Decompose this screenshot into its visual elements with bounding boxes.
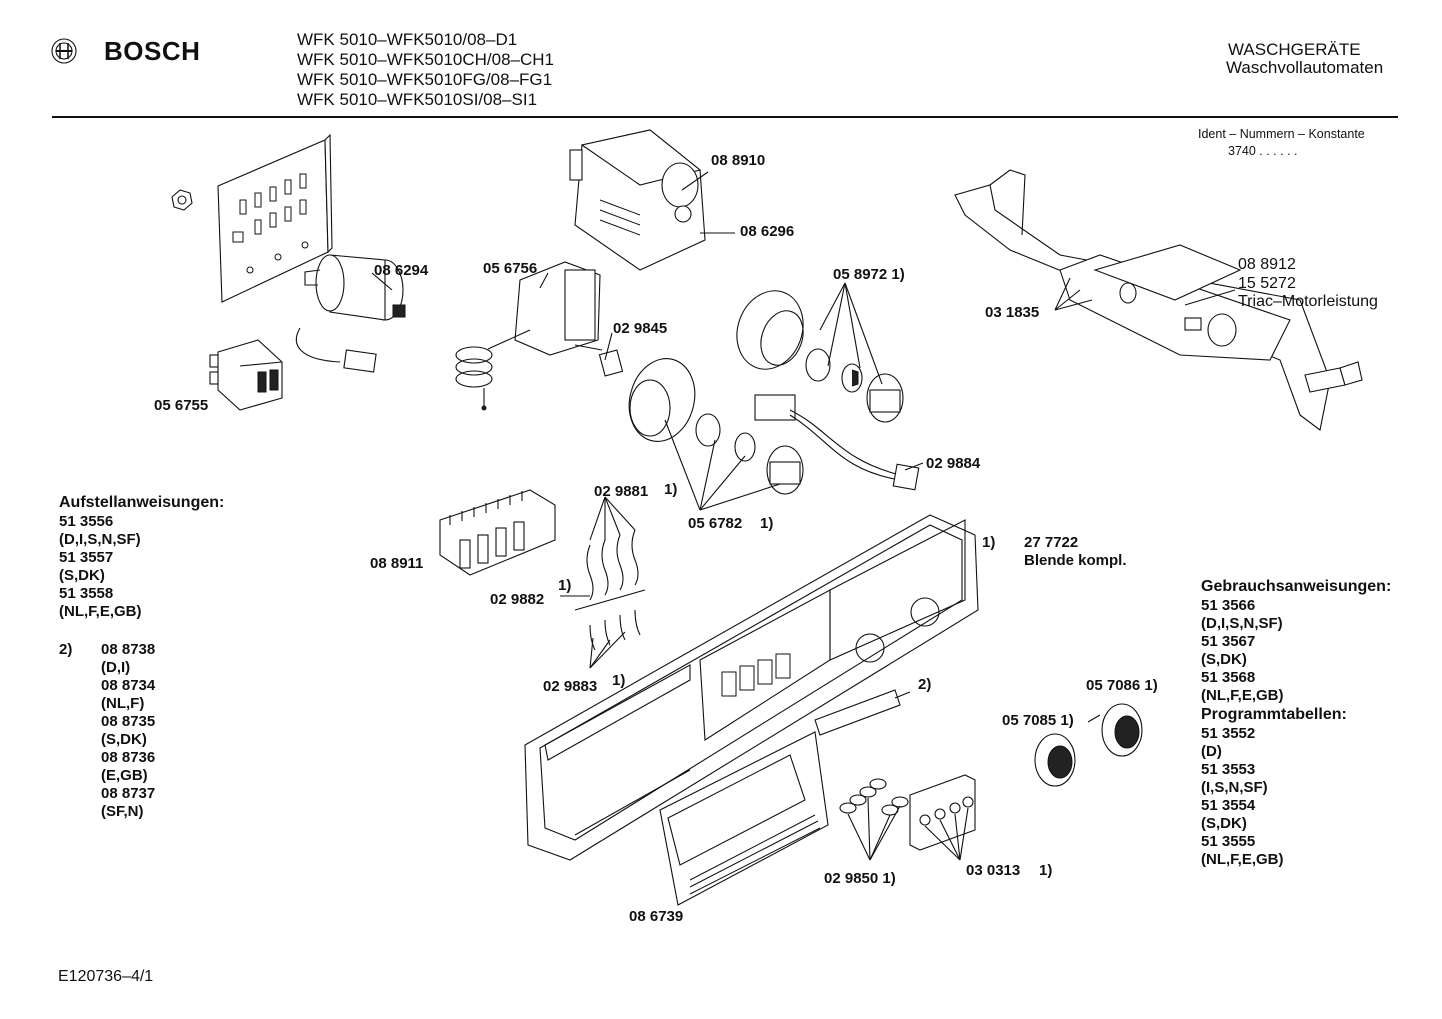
label-029884: 02 9884 bbox=[926, 455, 981, 472]
label-056755: 05 6755 bbox=[154, 397, 209, 414]
label-056756: 05 6756 bbox=[483, 260, 538, 277]
button-springs-drawing bbox=[839, 778, 909, 816]
control-panel-drawing bbox=[524, 514, 979, 861]
label-strip-drawing bbox=[814, 689, 901, 736]
prog-line-2: (D) bbox=[1201, 743, 1222, 760]
label-note2: 2) bbox=[918, 676, 932, 693]
label-086296: 08 6296 bbox=[740, 223, 795, 240]
prog-title: Programmtabellen: bbox=[1201, 706, 1347, 723]
prog-line-6: (S,DK) bbox=[1201, 815, 1247, 832]
contact-springs-drawing bbox=[574, 529, 646, 651]
label-088912: 08 8912 bbox=[1238, 256, 1296, 273]
model-line-4: WFK 5010–WFK5010SI/08–SI1 bbox=[297, 90, 538, 109]
prog-line-8: (NL,F,E,GB) bbox=[1201, 851, 1284, 868]
prog-line-3: 51 3553 bbox=[1201, 761, 1256, 778]
door-switch-drawing bbox=[455, 261, 624, 411]
capacitor-drawing bbox=[295, 254, 406, 373]
model-line-2: WFK 5010–WFK5010CH/08–CH1 bbox=[297, 50, 555, 69]
note2-marker: 2) bbox=[59, 641, 73, 658]
aufstell-line-5: 51 3558 bbox=[59, 585, 114, 602]
label-triac: Triac–Motorleistung bbox=[1238, 293, 1378, 310]
program-timer-drawing bbox=[569, 129, 706, 271]
category-title: WASCHGERÄTE bbox=[1228, 40, 1361, 59]
brand-name: BOSCH bbox=[104, 36, 201, 66]
gebrauch-line-1: 51 3566 bbox=[1201, 597, 1256, 614]
note2-line-8: (E,GB) bbox=[101, 767, 148, 784]
note2-line-7: 08 8736 bbox=[101, 749, 156, 766]
note2-line-3: 08 8734 bbox=[101, 677, 156, 694]
aufstell-line-2: (D,I,S,N,SF) bbox=[59, 531, 141, 548]
gebrauch-title: Gebrauchsanweisungen: bbox=[1201, 578, 1392, 595]
gebrauch-line-5: 51 3568 bbox=[1201, 669, 1256, 686]
category-subtitle: Waschvollautomaten bbox=[1226, 58, 1384, 77]
prog-line-4: (I,S,N,SF) bbox=[1201, 779, 1268, 796]
label-029881-note: 1) bbox=[664, 481, 678, 498]
label-031835: 03 1835 bbox=[985, 304, 1040, 321]
prog-line-5: 51 3554 bbox=[1201, 797, 1256, 814]
label-056782: 05 6782 bbox=[688, 515, 743, 532]
label-155272: 15 5272 bbox=[1238, 275, 1296, 292]
gebrauch-line-3: 51 3567 bbox=[1201, 633, 1256, 650]
label-029883-note: 1) bbox=[612, 672, 626, 689]
filter-drawing bbox=[209, 339, 283, 411]
label-277722: 27 7722 bbox=[1024, 534, 1079, 551]
aufstell-line-4: (S,DK) bbox=[59, 567, 105, 584]
model-line-1: WFK 5010–WFK5010/08–D1 bbox=[297, 30, 518, 49]
label-088911: 08 8911 bbox=[370, 555, 424, 572]
label-029882: 02 9882 bbox=[490, 591, 545, 608]
connector-cable-drawing bbox=[754, 394, 920, 491]
ident-title: Ident – Nummern – Konstante bbox=[1198, 127, 1365, 141]
prog-line-7: 51 3555 bbox=[1201, 833, 1256, 850]
label-056782-note: 1) bbox=[760, 515, 774, 532]
label-029882-note: 1) bbox=[558, 577, 572, 594]
note2-line-6: (S,DK) bbox=[101, 731, 147, 748]
label-030313: 03 0313 bbox=[966, 862, 1021, 879]
label-blende-kompl: Blende kompl. bbox=[1024, 552, 1127, 569]
leader-lines bbox=[371, 171, 1236, 861]
label-058972: 05 8972 1) bbox=[833, 266, 905, 283]
prog-line-1: 51 3552 bbox=[1201, 725, 1256, 742]
gebrauch-line-2: (D,I,S,N,SF) bbox=[1201, 615, 1283, 632]
note2-line-2: (D,I) bbox=[101, 659, 131, 676]
rotary-knobs-drawing bbox=[1034, 703, 1143, 787]
label-088910: 08 8910 bbox=[711, 152, 766, 169]
label-057086: 05 7086 1) bbox=[1086, 677, 1158, 694]
label-086739: 08 6739 bbox=[629, 908, 684, 925]
push-buttons-drawing bbox=[909, 774, 976, 851]
gebrauch-line-4: (S,DK) bbox=[1201, 651, 1247, 668]
label-029850: 02 9850 1) bbox=[824, 870, 896, 887]
label-030313-note: 1) bbox=[1039, 862, 1053, 879]
label-blende-note: 1) bbox=[982, 534, 996, 551]
bosch-logo-icon bbox=[51, 38, 77, 64]
label-029845: 02 9845 bbox=[613, 320, 668, 337]
drawer-flap-drawing bbox=[659, 731, 829, 906]
gebrauch-line-6: (NL,F,E,GB) bbox=[1201, 687, 1284, 704]
triac-board-drawing bbox=[954, 169, 1363, 431]
ident-value: 3740 . . . . . . bbox=[1228, 144, 1298, 158]
switch-block-drawing bbox=[439, 489, 556, 576]
footer-code: E120736–4/1 bbox=[58, 968, 154, 985]
aufstell-line-6: (NL,F,E,GB) bbox=[59, 603, 142, 620]
note2-line-9: 08 8737 bbox=[101, 785, 156, 802]
label-029881: 02 9881 bbox=[594, 483, 649, 500]
aufstell-line-1: 51 3556 bbox=[59, 513, 114, 530]
note2-line-1: 08 8738 bbox=[101, 641, 156, 658]
knob-lower-drawing bbox=[628, 358, 804, 495]
aufstell-title: Aufstellanweisungen: bbox=[59, 494, 225, 511]
label-057085: 05 7085 1) bbox=[1002, 712, 1074, 729]
knob-upper-drawing bbox=[736, 290, 904, 423]
note2-line-4: (NL,F) bbox=[101, 695, 145, 712]
label-086294: 08 6294 bbox=[374, 262, 429, 279]
model-line-3: WFK 5010–WFK5010FG/08–FG1 bbox=[297, 70, 553, 89]
mounting-plate-drawing bbox=[171, 133, 333, 303]
label-029883: 02 9883 bbox=[543, 678, 598, 695]
aufstell-line-3: 51 3557 bbox=[59, 549, 114, 566]
note2-line-10: (SF,N) bbox=[101, 803, 144, 820]
note2-line-5: 08 8735 bbox=[101, 713, 156, 730]
